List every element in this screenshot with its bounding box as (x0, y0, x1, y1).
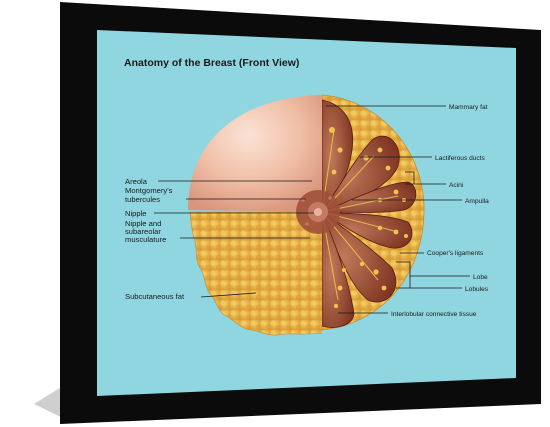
label-acini: Acini (449, 182, 464, 189)
label-montgomerys-tubercules: Montgomery's tubercules (125, 186, 175, 204)
label-areola: Areola (125, 177, 148, 186)
right-labels: Mammary fat Lactiferous ducts Acini Ampu… (391, 104, 489, 318)
label-montgomerys-line2: tubercules (125, 195, 160, 204)
right-leader-lines (326, 105, 470, 314)
lobes (322, 99, 417, 328)
breast-illustration (188, 94, 425, 336)
label-lactiferous-ducts: Lactiferous ducts (435, 155, 486, 162)
label-coopers-ligaments: Cooper's ligaments (427, 250, 484, 257)
skin-surface (188, 95, 322, 212)
label-nipple-sub-line2: subareolar (125, 227, 161, 236)
label-lobe: Lobe (473, 274, 488, 281)
label-nipple: Nipple (125, 209, 147, 218)
label-nipple-sub-line1: Nipple and (125, 219, 161, 228)
label-lobules: Lobules (465, 286, 489, 293)
left-labels: Areola Montgomery's tubercules Nipple Ni… (125, 177, 185, 301)
subcutaneous-fat (189, 211, 322, 336)
label-nipple-subareolar: Nipple and subareolar musculature (125, 219, 166, 244)
frame-shadow (34, 386, 63, 418)
label-mammary-fat: Mammary fat (449, 104, 488, 111)
left-leader-lines (154, 180, 314, 298)
label-ampulla: Ampulla (465, 198, 489, 205)
label-nipple-sub-line3: musculature (125, 235, 166, 244)
label-subcutaneous-fat: Subcutaneous fat (125, 292, 185, 301)
diagram-title: Anatomy of the Breast (Front View) (124, 57, 299, 69)
label-interlobular-connective-tissue: Interlobular connective tissue (391, 311, 477, 318)
label-montgomerys-line1: Montgomery's (125, 186, 173, 195)
